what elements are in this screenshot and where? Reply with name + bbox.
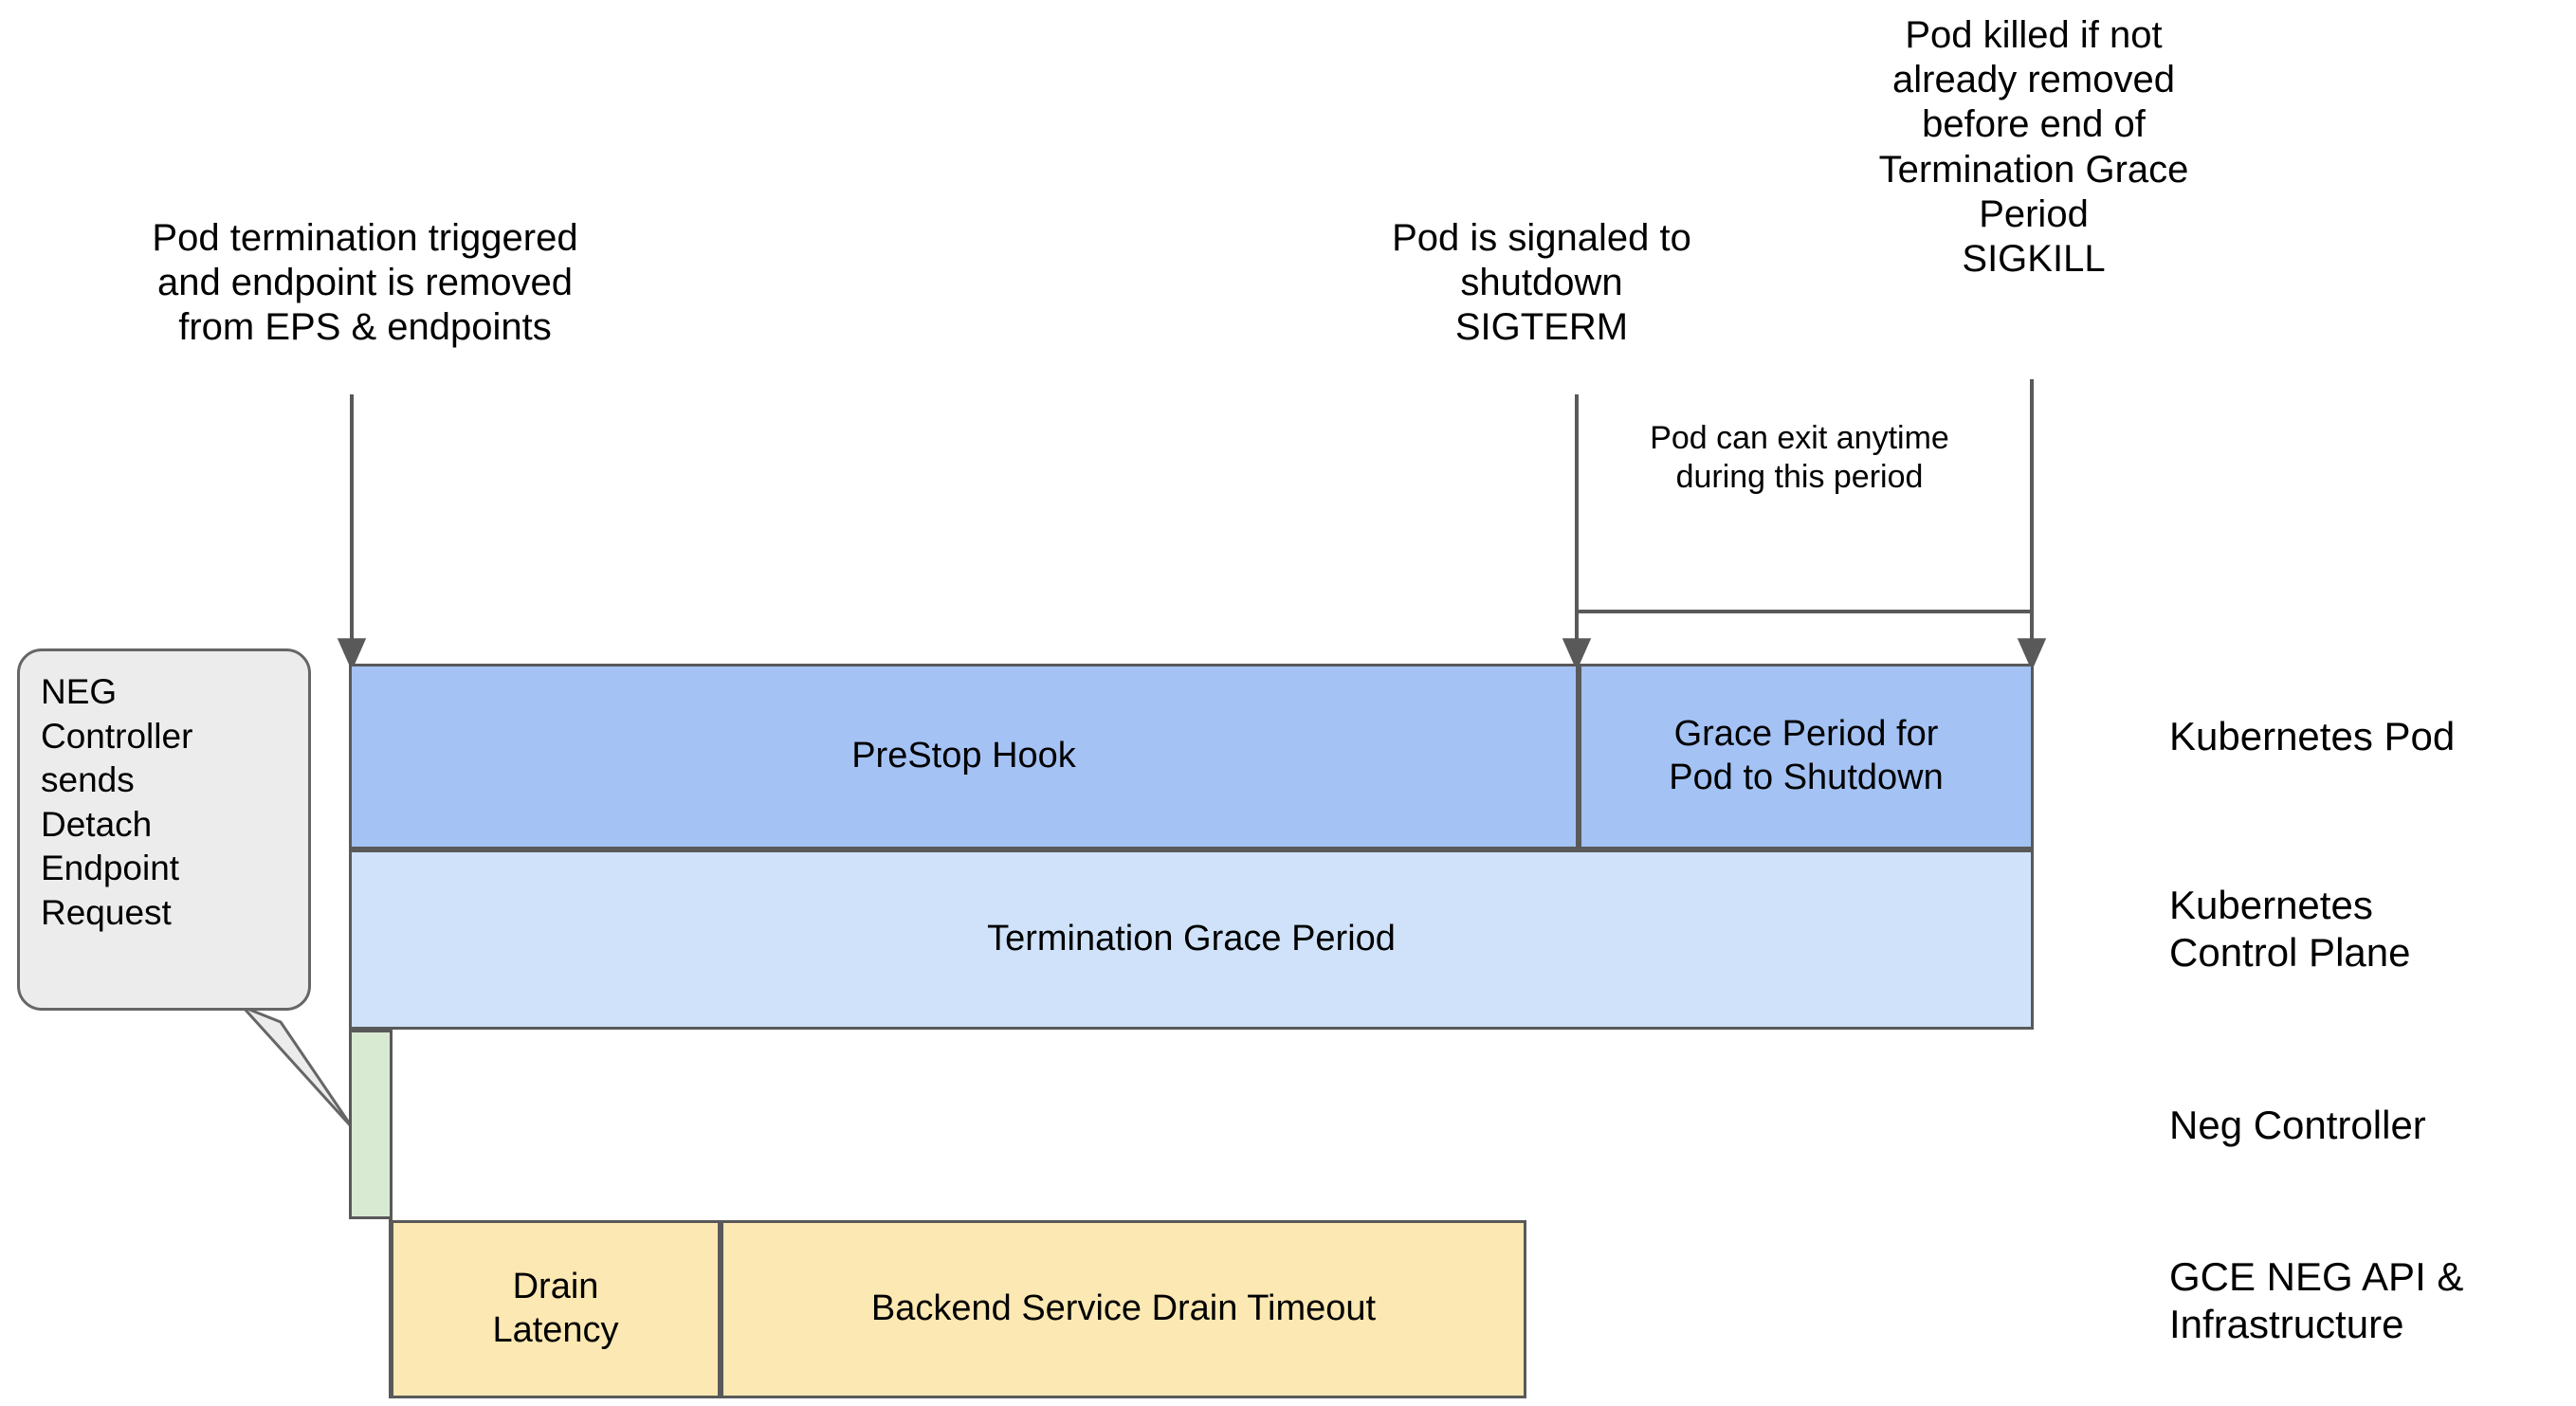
- bar-backend-service-drain-timeout[interactable]: Backend Service Drain Timeout: [721, 1220, 1526, 1398]
- bar-termination-grace-period[interactable]: Termination Grace Period: [349, 849, 2034, 1030]
- bar-grace-period-shutdown[interactable]: Grace Period for Pod to Shutdown: [1579, 664, 2034, 849]
- bar-prestop-hook[interactable]: PreStop Hook: [349, 664, 1579, 849]
- lane-label-neg-controller: Neg Controller: [2169, 1103, 2426, 1147]
- annotation-pod-termination: Pod termination triggered and endpoint i…: [152, 217, 578, 349]
- callout-tail: [241, 1005, 355, 1130]
- annotation-pod-sigkill: Pod killed if not already removed before…: [1878, 14, 2189, 280]
- annotation-pod-exit-anytime: Pod can exit anytime during this period: [1650, 420, 1949, 495]
- bar-prestop-hook-label: PreStop Hook: [851, 736, 1076, 776]
- neg-controller-callout-text: NEG Controller sends Detach Endpoint Req…: [41, 672, 193, 933]
- bar-backend-service-drain-timeout-label: Backend Service Drain Timeout: [870, 1288, 1377, 1329]
- annotation-pod-sigterm: Pod is signaled to shutdown SIGTERM: [1392, 217, 1691, 349]
- lane-label-kubernetes-pod: Kubernetes Pod: [2169, 714, 2456, 758]
- bar-drain-latency[interactable]: Drain Latency: [391, 1220, 721, 1398]
- bar-grace-period-shutdown-label: Grace Period for Pod to Shutdown: [1669, 714, 1944, 797]
- neg-controller-callout: NEG Controller sends Detach Endpoint Req…: [17, 648, 311, 1011]
- lane-label-gce-neg-api: GCE NEG API & Infrastructure: [2169, 1254, 2464, 1347]
- bar-termination-grace-period-label: Termination Grace Period: [987, 919, 1396, 959]
- bar-drain-latency-label: Drain Latency: [492, 1267, 619, 1350]
- lane-label-kubernetes-control-plane: Kubernetes Control Plane: [2169, 883, 2411, 976]
- bar-neg-detach[interactable]: [349, 1030, 393, 1219]
